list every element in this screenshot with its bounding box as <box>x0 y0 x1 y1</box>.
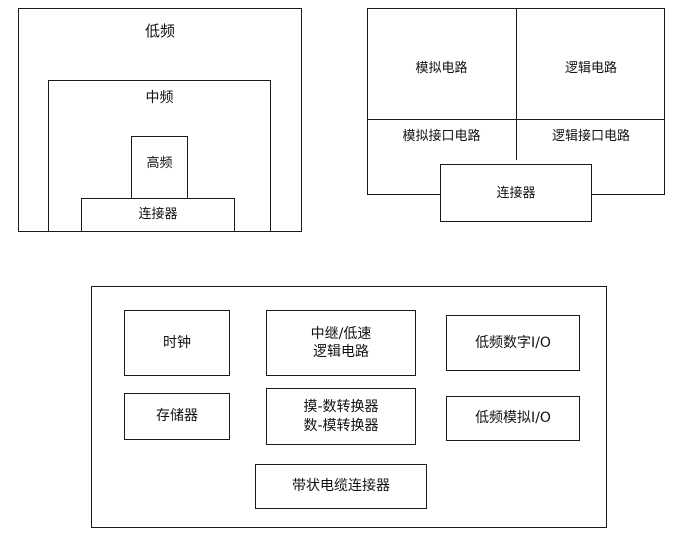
circuit-partition-connector-box <box>440 164 592 222</box>
freq-zone-connector-box <box>81 198 235 232</box>
module-block-memory <box>124 393 230 440</box>
module-block-low-freq-digital-io <box>446 315 580 371</box>
module-block-low-freq-analog-io <box>446 396 580 441</box>
circuit-partition-vertical-divider <box>516 8 517 160</box>
freq-zone-high-box <box>131 136 188 200</box>
module-block-adc-dac <box>266 388 416 445</box>
module-block-clock <box>124 310 230 376</box>
module-block-relay-low-speed-logic <box>266 310 416 376</box>
module-block-ribbon-cable-connector <box>255 464 427 509</box>
